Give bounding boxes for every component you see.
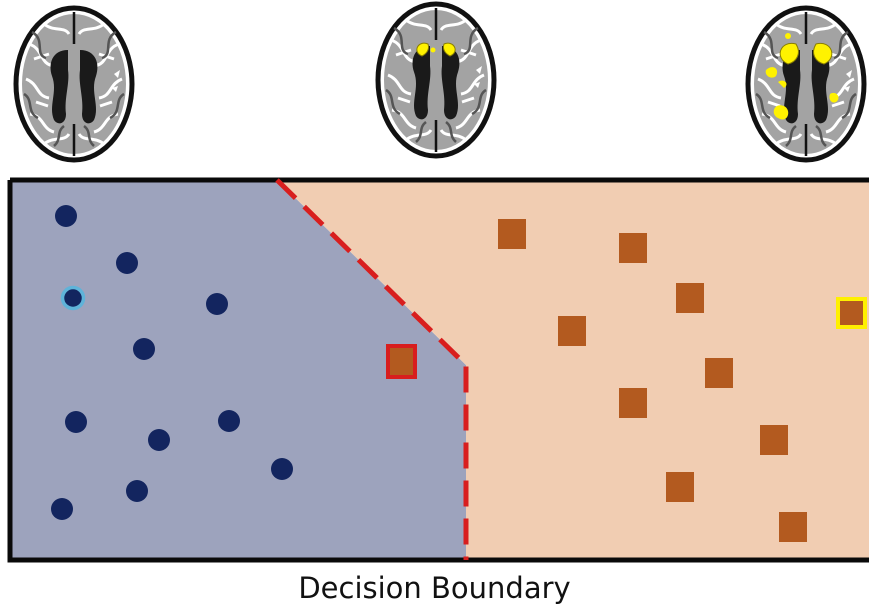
circle-marker	[116, 252, 138, 274]
class-b-markers	[386, 219, 867, 542]
class-a-markers	[51, 205, 293, 520]
circle-marker	[133, 338, 155, 360]
square-highlighted-yellow	[836, 297, 867, 329]
square-marker	[666, 472, 694, 502]
circle-marker	[65, 411, 87, 433]
square-marker	[760, 425, 788, 455]
circle-marker	[206, 293, 228, 315]
lesion-overlay	[765, 33, 839, 120]
square-misclassified-red	[386, 344, 417, 379]
brain-mild-lesions	[378, 4, 494, 156]
square-marker	[498, 219, 526, 249]
panel-border	[7, 177, 869, 563]
square-marker	[619, 388, 647, 418]
circle-marker	[126, 480, 148, 502]
decision-boundary-line	[275, 178, 469, 560]
lesion-overlay	[416, 42, 456, 57]
square-marker	[676, 283, 704, 313]
circle-marker	[218, 410, 240, 432]
diagram-caption: Decision Boundary	[298, 571, 571, 605]
circle-marker	[51, 498, 73, 520]
circle-marker	[271, 458, 293, 480]
brain-severe-lesions	[748, 8, 864, 160]
circle-marker	[148, 429, 170, 451]
square-marker	[619, 233, 647, 263]
square-marker	[705, 358, 733, 388]
region-class-a	[10, 180, 466, 560]
circle-marker	[55, 205, 77, 227]
brain-healthy	[16, 8, 132, 160]
square-marker	[558, 316, 586, 346]
square-marker	[779, 512, 807, 542]
feature-space-panel	[7, 177, 869, 563]
circle-highlighted-cyan	[60, 285, 86, 311]
region-class-b	[277, 180, 869, 560]
